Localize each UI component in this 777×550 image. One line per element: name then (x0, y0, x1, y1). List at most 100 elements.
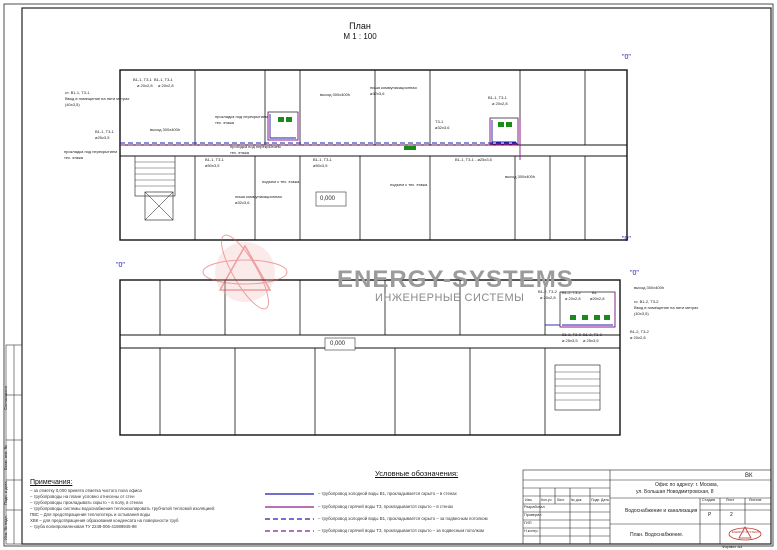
tb-stage: Р (708, 512, 712, 518)
pipe-label: В1-1, Т3-1 (488, 95, 507, 100)
pipe-label: ниша коммуникационная (235, 194, 282, 199)
lower-stair-steps (555, 371, 600, 401)
title-block (522, 469, 772, 545)
pipe-label: тех. этажа (64, 155, 84, 160)
note-item: – трубопроводы системы водоснабжения теп… (30, 506, 216, 511)
upper-wc-left (267, 111, 299, 141)
plan-scale: М 1 : 100 (343, 32, 377, 41)
pipe-label: Ввод в помещение на пяти метрах (65, 96, 130, 101)
upper-level-box (315, 191, 347, 207)
tb-role: ГИП (524, 521, 532, 525)
tb-sheets-h: Листов (749, 498, 762, 502)
upper-wc-right (489, 117, 519, 145)
pipe-label: В1-2, Т3-2 (562, 290, 581, 295)
tb-address-1: Офис по адресу: г. Москва, (655, 482, 719, 488)
tb-col: Кол.уч. (541, 498, 553, 502)
watermark-logo (202, 234, 288, 310)
pipe-label: прокладка под перекрытием (215, 114, 268, 119)
pipe-label: тех. этажа (215, 120, 235, 125)
note-item: ХВК – для предотвращения образования кон… (30, 518, 179, 523)
upper-pipes (120, 112, 521, 160)
pipe-label: (40x3,5) (65, 102, 80, 107)
pipe-label: ø50x3,5 (313, 163, 328, 168)
legend-item-label: – трубопровод холодной воды В1, проклады… (318, 516, 488, 521)
pipe-label: ø 25x3,5 (562, 338, 578, 343)
axis-mark: "0" (116, 262, 125, 269)
notes-heading: Примечания: (30, 479, 73, 486)
tb-col: Лист (557, 498, 565, 502)
pipe-label: ст. В1-2, Т3-2 (634, 299, 659, 304)
side-stamp-label: Взам. инв. № (3, 445, 8, 470)
pipe-label: подъем с тех. этажа (390, 182, 428, 187)
pipe-label: ø25x3,5 (95, 135, 110, 140)
pipe-label: ø 20x2,8 (158, 83, 174, 88)
legend-item-label: – трубопровод холодной воды В1, проклады… (318, 491, 457, 496)
pipe-label: ø 20x2,8 (630, 335, 646, 340)
note-item: – за отметку 0,000 принята отметка чисто… (30, 488, 142, 493)
tb-col: № док. (571, 498, 583, 502)
pipe-label: ø32x3,6 (370, 91, 385, 96)
tb-col: Дата (601, 498, 609, 502)
inner-frame (21, 7, 772, 545)
note-item: – трубопроводы прокладывать скрыто – в п… (30, 500, 143, 505)
pipe-label: ø 20x2,8 (540, 295, 556, 300)
tb-stage-h: Стадия (702, 498, 715, 502)
side-stamp-label: Согласовано (3, 385, 8, 410)
plan-title: План (349, 21, 371, 31)
axis-mark: "0" (622, 236, 631, 243)
tb-sheet-h: Лист (726, 498, 735, 502)
watermark-brand: ENERGY-SYSTEMS (337, 266, 574, 293)
pipe-label: В1-2, Т3-2 (562, 332, 581, 337)
pipe-label: В1-1, Т3-1 (313, 157, 332, 162)
pipe-label: ø 20x2,8 (137, 83, 153, 88)
tb-col: Подп. (591, 498, 601, 502)
pipe-label: прокладка под перекрытием (64, 149, 117, 154)
lower-level-box (324, 337, 356, 351)
pipe-label: ст. В1-1, Т3-1 (65, 90, 90, 95)
legend-lines (265, 493, 314, 532)
pipe-label: ø 20x2,8 (492, 101, 508, 106)
tb-role: Проверил (524, 513, 542, 517)
legend-heading: Условные обозначения: (375, 469, 459, 478)
side-stamp-label: Подп. и дата (3, 481, 8, 505)
tb-role: Н.контр. (524, 529, 539, 533)
title-block-logo (728, 526, 762, 541)
pipe-label: В1 (592, 290, 597, 295)
pipe-label: выход 300x400h (505, 174, 536, 179)
lower-pipes (545, 292, 616, 328)
axis-mark: "0" (622, 54, 631, 61)
upper-stair-steps (135, 161, 175, 187)
tb-sheet: 2 (730, 512, 733, 518)
pipe-label: В1-1, Т3-1 (205, 157, 224, 162)
tb-logo-text: ENERGY-SYSTEMS (732, 530, 760, 534)
axis-mark: "0" (630, 270, 639, 277)
pipe-label: выход 300x400h (634, 285, 665, 290)
tb-format: Формат А3 (722, 544, 743, 549)
pipe-label: проходка под перекрытием (230, 144, 281, 149)
pipe-label: выход 300x400h (150, 127, 181, 132)
pipe-label: В1-2, Т3-2 (538, 289, 557, 294)
pipe-label: В1-1, Т3-1 - ø25x3,5 (455, 157, 492, 162)
tb-code: ВК (745, 473, 753, 479)
tb-drawing: План. Водоснабжение. (630, 532, 684, 538)
pipe-label: ø32x3,6 (435, 125, 450, 130)
upper-fixtures (278, 117, 512, 150)
pipe-label: подъем с тех. этажа (262, 179, 300, 184)
pipe-label: В1-1, Т3-1 (154, 77, 173, 82)
upper-plan-walls (119, 69, 628, 241)
level-mark-lower: 0,000 (330, 341, 346, 347)
pipe-label: В1-1, Т3-1 (95, 129, 114, 134)
pipe-label: В1-2, Т3-2 (630, 329, 649, 334)
legend-item-label: – трубопровод горячей воды Т3, прокладыв… (318, 528, 485, 533)
note-item: – труба полипропиленовая ТУ 2248-006-419… (30, 524, 137, 529)
pipe-label: ø32x3,6 (235, 200, 250, 205)
tb-system: Водоснабжение и канализация (625, 508, 698, 514)
tb-role: Разработал (524, 505, 545, 509)
pipe-label: ø 25x3,5 (583, 338, 599, 343)
note-item: – трубопроводы на плане условно отнесены… (30, 494, 135, 499)
legend-item-label: – трубопровод горячей воды Т3, прокладыв… (318, 504, 454, 509)
lower-fixtures (570, 315, 610, 320)
pipe-label: ø 20x2,8 (565, 296, 581, 301)
